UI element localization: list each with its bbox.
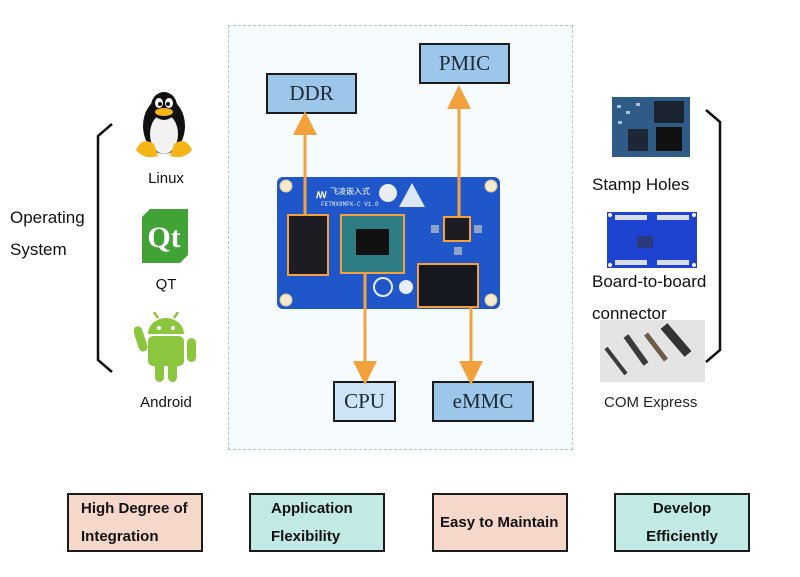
feature-integration: High Degree of Integration	[67, 493, 203, 552]
feature-develop-line2: Efficiently	[646, 527, 718, 545]
stamp-holes-board-icon	[612, 97, 690, 157]
com-express-connectors-icon	[600, 320, 705, 382]
feature-flexibility-line2: Flexibility	[271, 527, 341, 545]
android-robot-icon	[134, 312, 196, 382]
b2b-label-line1: Board-to-board	[592, 272, 707, 291]
feature-flexibility-line1: Application	[271, 499, 353, 517]
feature-maintain: Easy to Maintain	[432, 493, 568, 552]
pmic-box: PMIC	[419, 43, 510, 84]
os-label-line1: Operating	[10, 208, 85, 227]
qt-logo-icon: Qt	[142, 209, 188, 263]
connection-bracket	[705, 109, 722, 363]
os-bracket	[96, 123, 113, 373]
os-item-android: Android	[140, 394, 192, 411]
feature-maintain-line1: Easy to Maintain	[440, 513, 559, 531]
svg-text:Qt: Qt	[147, 221, 180, 254]
feature-flexibility: Application Flexibility	[249, 493, 385, 552]
svg-text:ꟿ: ꟿ	[316, 190, 327, 200]
board-to-board-icon	[607, 212, 697, 268]
os-item-qt: QT	[155, 276, 177, 293]
som-board-illustration: ꟿ 飞凌嵌入式 FETMX8MPX-C V1.0	[277, 85, 500, 385]
b2b-label-line2: connector	[592, 304, 667, 323]
feature-integration-line1: High Degree of	[81, 499, 188, 517]
feature-develop: Develop Efficiently	[614, 493, 750, 552]
connection-com-express: COM Express	[604, 394, 698, 411]
connection-stamp-holes: Stamp Holes	[592, 175, 690, 194]
feature-develop-line1: Develop	[652, 499, 712, 517]
connection-board-to-board: Board-to-board connector	[592, 266, 706, 330]
pcb-model: FETMX8MPX-C V1.0	[321, 201, 379, 208]
pcb-brand: 飞凌嵌入式	[330, 186, 370, 196]
os-item-linux: Linux	[148, 170, 184, 187]
os-label-line2: System	[10, 240, 67, 259]
operating-system-label: Operating System	[10, 202, 85, 266]
emmc-box: eMMC	[432, 381, 534, 422]
linux-tux-icon	[136, 92, 192, 158]
feature-integration-line2: Integration	[81, 527, 159, 545]
